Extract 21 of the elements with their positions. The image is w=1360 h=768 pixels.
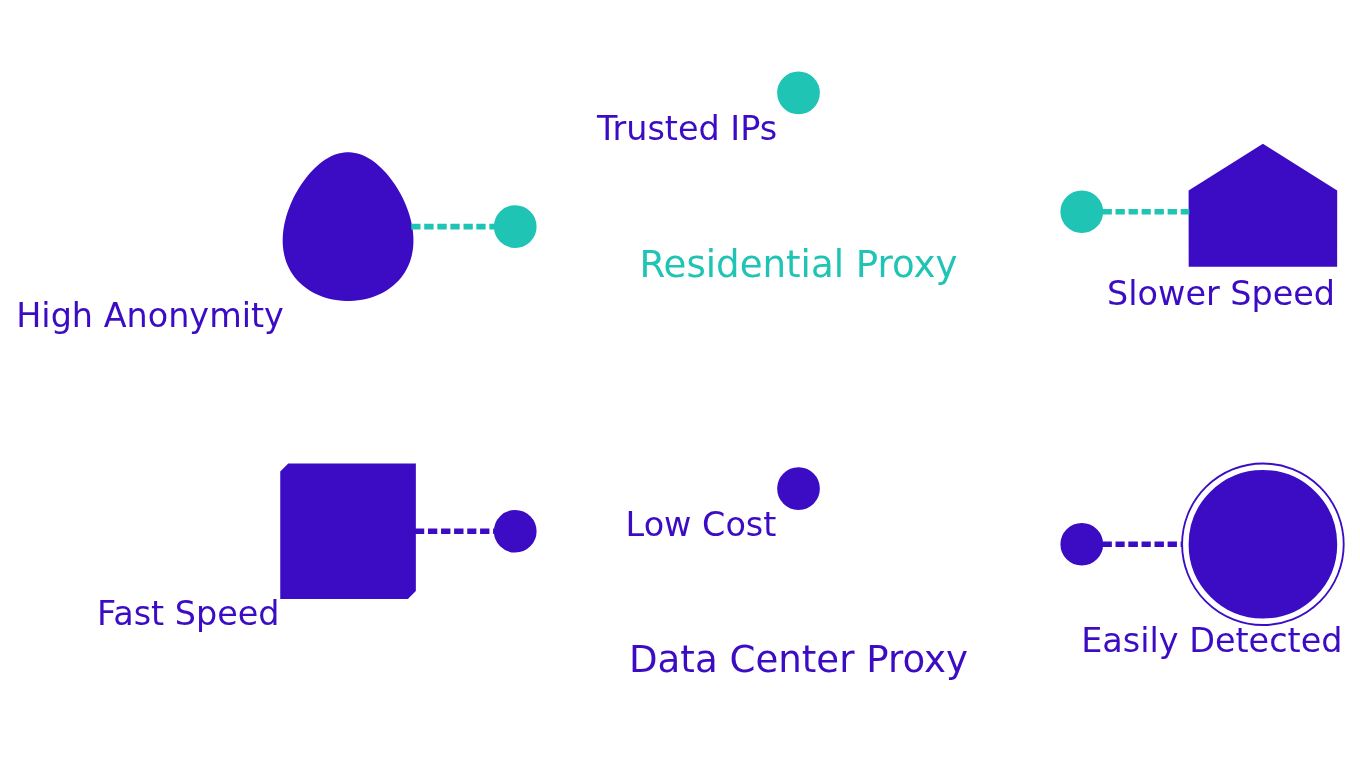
node-label: Low Cost: [625, 504, 777, 544]
node-circle: [493, 509, 537, 553]
node-person: [282, 151, 414, 301]
node-label: Trusted IPs: [596, 108, 778, 148]
connector: [415, 527, 495, 534]
node-house: [1188, 143, 1338, 267]
node-circle: [1060, 522, 1104, 566]
node-label: High Anonymity: [16, 295, 284, 335]
node-label: Slower Speed: [1107, 273, 1336, 313]
node-label: Fast Speed: [97, 593, 280, 633]
node-label: Easily Detected: [1081, 620, 1343, 660]
node-circle: [777, 71, 820, 114]
node-globe: [1181, 462, 1345, 626]
connector: [1102, 540, 1182, 547]
node-circle: [1060, 189, 1104, 233]
label: Data Center Proxy: [628, 637, 969, 681]
connector: [1102, 208, 1190, 215]
node-circle: [777, 466, 820, 510]
label: Residential Proxy: [639, 242, 958, 286]
node-circle: [493, 204, 537, 248]
connector: [411, 223, 495, 229]
